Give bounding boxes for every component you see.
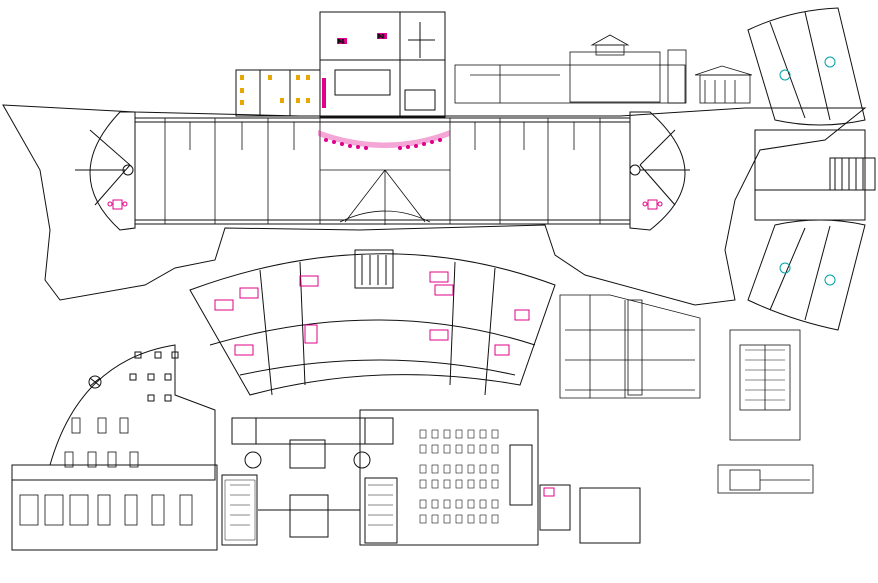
reception-desk — [334, 69, 391, 96]
building-section — [559, 294, 701, 399]
elevation-drawing — [454, 34, 753, 104]
sw-tables — [19, 417, 193, 526]
classroom-block — [359, 409, 641, 546]
stair-detail — [729, 329, 801, 441]
east-curved-wing — [747, 7, 876, 331]
room-tag-1: P-1 — [338, 39, 345, 44]
toilet-block — [235, 69, 321, 117]
central-stair — [354, 249, 394, 289]
rotunda-tables — [107, 199, 663, 210]
curved-dorm-wing — [189, 249, 556, 396]
lobby-seating — [318, 130, 450, 150]
sw-service-core — [221, 474, 258, 546]
small-elevation — [717, 464, 814, 494]
east-stair — [829, 157, 876, 191]
corridor-bays — [164, 118, 601, 224]
arrow-icon — [88, 375, 102, 389]
dorm-beds — [214, 271, 530, 356]
left-rotunda — [75, 111, 136, 231]
room-tag-2: P-2 — [378, 34, 385, 39]
toilet-fixtures — [240, 75, 310, 105]
annex-outline — [319, 11, 446, 118]
right-rotunda — [629, 111, 690, 231]
classroom-desks — [419, 429, 499, 524]
main-corridor-wing — [2, 104, 867, 306]
central-link — [231, 417, 394, 538]
corridor-outline — [2, 104, 867, 306]
annex-room-tags: P-1 P-2 — [337, 33, 387, 45]
east-fixtures — [779, 56, 836, 286]
north-annex: P-1 P-2 — [235, 11, 446, 118]
southwest-hall — [11, 344, 258, 551]
sw-chairs — [129, 351, 179, 402]
atrium-truss — [320, 169, 450, 225]
